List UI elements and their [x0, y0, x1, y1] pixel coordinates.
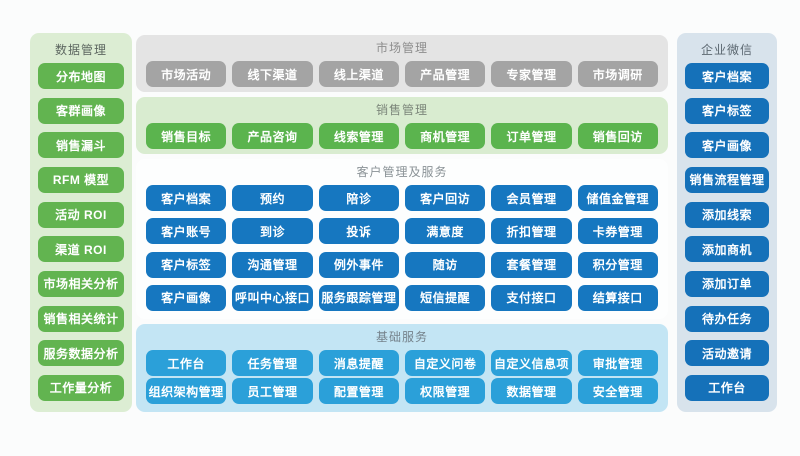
enterprise-wechat-panel: 企业微信 客户档案客户标签客户画像销售流程管理添加线索添加商机添加订单待办任务活…	[677, 33, 777, 412]
middle-sections: 市场管理市场活动线下渠道线上渠道产品管理专家管理市场调研销售管理销售目标产品咨询…	[136, 35, 668, 412]
feature-button: 卡券管理	[577, 218, 658, 245]
feature-button: 储值金管理	[577, 185, 658, 211]
feature-button: 预约	[232, 185, 313, 211]
button-row: 组织架构管理员工管理配置管理权限管理数据管理安全管理	[146, 378, 658, 404]
feature-button: 结算接口	[577, 284, 658, 311]
button-row: 客户账号到诊投诉满意度折扣管理卡券管理	[146, 218, 658, 245]
feature-button: 客群画像	[38, 97, 124, 124]
feature-button: 客户回访	[404, 185, 486, 211]
feature-button: 客户账号	[146, 218, 227, 245]
feature-button: 服务跟踪管理	[318, 284, 399, 311]
data-management-panel: 数据管理 分布地图客群画像销售漏斗 RFM 模型活动 ROI 渠道 ROI 市场相关分…	[30, 33, 132, 412]
feature-button: 审批管理	[577, 350, 658, 376]
section: 市场管理市场活动线下渠道线上渠道产品管理专家管理市场调研	[136, 35, 668, 92]
enterprise-wechat-title: 企业微信	[700, 43, 753, 57]
feature-button: 市场调研	[577, 61, 658, 87]
feature-button: 渠道 ROI	[38, 236, 124, 263]
section-rows: 客户档案预约陪诊客户回访会员管理储值金管理客户账号到诊投诉满意度折扣管理卡券管理…	[146, 185, 658, 311]
feature-button: 客户画像	[685, 132, 769, 159]
data-management-items: 分布地图客群画像销售漏斗 RFM 模型活动 ROI 渠道 ROI 市场相关分析销售相关…	[36, 61, 126, 404]
feature-button: 线下渠道	[232, 61, 313, 87]
feature-button: 套餐管理	[491, 251, 572, 278]
feature-button: 自定义问卷	[404, 350, 486, 376]
feature-button: 销售目标	[146, 123, 227, 149]
enterprise-wechat-items: 客户档案客户标签客户画像销售流程管理添加线索添加商机添加订单待办任务活动邀请工作…	[683, 61, 771, 404]
feature-button: 积分管理	[577, 251, 658, 278]
feature-button: 工作量分析	[38, 374, 124, 401]
feature-button: 市场相关分析	[38, 270, 124, 297]
feature-button: 分布地图	[38, 63, 124, 89]
section-rows: 市场活动线下渠道线上渠道产品管理专家管理市场调研	[146, 61, 658, 87]
feature-button: 会员管理	[491, 185, 572, 211]
feature-button: 销售流程管理	[685, 166, 769, 193]
feature-button: 安全管理	[577, 378, 658, 404]
feature-button: 满意度	[404, 218, 486, 245]
feature-button: 订单管理	[491, 123, 572, 149]
feature-button: 产品管理	[404, 61, 486, 87]
feature-button: 服务数据分析	[38, 340, 124, 367]
button-row: 销售目标产品咨询线索管理商机管理订单管理销售回访	[146, 123, 658, 149]
feature-button: 随访	[404, 251, 486, 278]
button-row: 客户档案预约陪诊客户回访会员管理储值金管理	[146, 185, 658, 211]
feature-button: 例外事件	[318, 251, 399, 278]
section-rows: 销售目标产品咨询线索管理商机管理订单管理销售回访	[146, 123, 658, 149]
feature-button: 客户档案	[685, 63, 769, 89]
feature-button: 组织架构管理	[146, 378, 227, 404]
button-row: 市场活动线下渠道线上渠道产品管理专家管理市场调研	[146, 61, 658, 87]
feature-button: 客户档案	[146, 185, 227, 211]
feature-button: 陪诊	[318, 185, 399, 211]
feature-button: 线索管理	[318, 123, 399, 149]
feature-button: 自定义信息项	[491, 350, 572, 376]
feature-button: 添加订单	[685, 270, 769, 297]
feature-button: 添加线索	[685, 201, 769, 228]
feature-button: 到诊	[232, 218, 313, 245]
section: 销售管理销售目标产品咨询线索管理商机管理订单管理销售回访	[136, 97, 668, 154]
section-title: 销售管理	[375, 103, 428, 117]
feature-button: 添加商机	[685, 236, 769, 263]
feature-button: 工作台	[146, 350, 227, 376]
feature-button: 专家管理	[491, 61, 572, 87]
feature-button: 销售相关统计	[38, 305, 124, 332]
feature-button: 销售回访	[577, 123, 658, 149]
feature-button: 线上渠道	[318, 61, 399, 87]
feature-button: 支付接口	[491, 284, 572, 311]
section-title: 客户管理及服务	[356, 165, 448, 179]
feature-button: RFM 模型	[38, 166, 124, 193]
feature-button: 市场活动	[146, 61, 227, 87]
feature-button: 活动 ROI	[38, 201, 124, 228]
feature-button: 权限管理	[404, 378, 486, 404]
section-rows: 工作台任务管理消息提醒自定义问卷自定义信息项审批管理组织架构管理员工管理配置管理…	[146, 350, 658, 404]
feature-button: 客户标签	[146, 251, 227, 278]
feature-button: 商机管理	[404, 123, 486, 149]
feature-button: 待办任务	[685, 305, 769, 332]
data-management-title: 数据管理	[54, 43, 107, 57]
feature-button: 消息提醒	[318, 350, 399, 376]
button-row: 客户画像呼叫中心接口服务跟踪管理短信提醒支付接口结算接口	[146, 284, 658, 311]
feature-button: 任务管理	[232, 350, 313, 376]
feature-button: 折扣管理	[491, 218, 572, 245]
section: 基础服务工作台任务管理消息提醒自定义问卷自定义信息项审批管理组织架构管理员工管理…	[136, 324, 668, 412]
button-row: 工作台任务管理消息提醒自定义问卷自定义信息项审批管理	[146, 350, 658, 376]
feature-button: 呼叫中心接口	[232, 284, 313, 311]
feature-button: 工作台	[685, 374, 769, 401]
feature-button: 短信提醒	[404, 284, 486, 311]
feature-button: 销售漏斗	[38, 132, 124, 159]
feature-button: 客户画像	[146, 284, 227, 311]
section-title: 基础服务	[375, 330, 428, 344]
section-title: 市场管理	[375, 41, 428, 55]
feature-button: 配置管理	[318, 378, 399, 404]
feature-button: 数据管理	[491, 378, 572, 404]
button-row: 客户标签沟通管理例外事件随访套餐管理积分管理	[146, 251, 658, 278]
feature-button: 沟通管理	[232, 251, 313, 278]
feature-button: 活动邀请	[685, 340, 769, 367]
feature-button: 投诉	[318, 218, 399, 245]
section: 客户管理及服务客户档案预约陪诊客户回访会员管理储值金管理客户账号到诊投诉满意度折…	[136, 159, 668, 319]
feature-button: 客户标签	[685, 97, 769, 124]
feature-button: 员工管理	[232, 378, 313, 404]
feature-button: 产品咨询	[232, 123, 313, 149]
